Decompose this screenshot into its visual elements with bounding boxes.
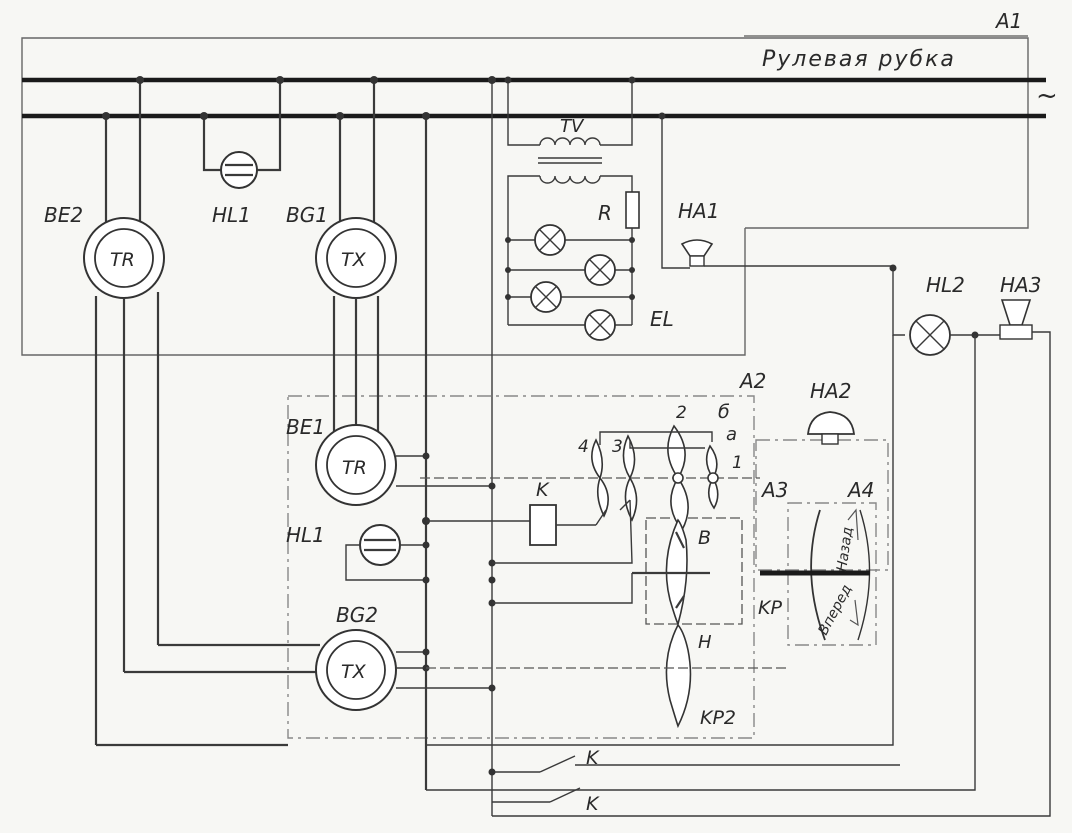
label-tx-bot: TX <box>341 661 367 683</box>
label-be2: BE2 <box>44 203 83 227</box>
label-ha1: HA1 <box>678 199 719 223</box>
synchro-receiver-be2 <box>83 76 320 747</box>
contact-k-lower-1 <box>488 755 900 776</box>
label-a2: A2 <box>738 369 766 393</box>
label-ha2: HA2 <box>810 379 851 403</box>
label-cam-3: 3 <box>612 437 623 457</box>
lamp-el-1 <box>534 224 566 256</box>
label-tr-top: TR <box>110 249 135 271</box>
labels: A1 Рулевая рубка ~ BE2 HL1 BG1 TR TX TV … <box>44 9 1058 815</box>
synchro-transmitter-bg2 <box>315 629 788 711</box>
lamp-el-3 <box>530 281 562 313</box>
label-a1: A1 <box>994 9 1022 33</box>
label-kp: KP <box>758 597 782 619</box>
horn-ha3 <box>492 299 1051 817</box>
sector-switch-kp <box>492 518 710 627</box>
transformer-tv <box>504 76 636 325</box>
label-r: R <box>598 201 612 225</box>
synchro-receiver-be1 <box>315 424 496 506</box>
label-sector-n: H <box>698 632 712 653</box>
frame-kp <box>645 517 743 625</box>
label-a3: A3 <box>760 478 788 502</box>
label-dir-back: Назад <box>834 526 856 573</box>
lamp-el-2 <box>584 254 616 286</box>
label-contact-k1: K <box>586 747 600 769</box>
label-cam-4: 4 <box>578 437 589 457</box>
bell-ha2 <box>807 411 855 445</box>
resistor-r <box>625 191 640 325</box>
lamp-el-4 <box>584 309 616 341</box>
label-hl2: HL2 <box>926 273 965 297</box>
label-location: Рулевая рубка <box>762 47 956 72</box>
label-cam-1: 1 <box>732 453 743 473</box>
lamp-hl2 <box>426 314 1000 791</box>
label-tr-mid: TR <box>342 457 367 479</box>
label-be1: BE1 <box>286 415 325 439</box>
frame-a1 <box>21 37 1029 356</box>
label-ha3: HA3 <box>1000 273 1041 297</box>
indicator-lamp-hl1-mid <box>345 517 430 584</box>
label-a4: A4 <box>846 478 874 502</box>
label-kp2: KP2 <box>700 707 736 729</box>
label-bg1: BG1 <box>286 203 328 227</box>
label-cam-2: 2 <box>676 403 687 423</box>
label-sector-v: B <box>698 527 711 549</box>
label-el: EL <box>650 307 674 331</box>
lamp-group-el <box>505 224 635 341</box>
telegraph-dial-a4 <box>760 508 871 641</box>
frame-a2 <box>287 395 755 739</box>
label-relay-k: K <box>536 479 550 501</box>
label-ac-symbol: ~ <box>1036 81 1058 111</box>
label-tv: TV <box>560 116 585 137</box>
label-pos-b-cyr: б <box>718 401 730 423</box>
cam-switch-assembly <box>420 424 760 564</box>
label-dir-fwd: Вперед <box>815 582 855 638</box>
label-bg2: BG2 <box>336 603 378 627</box>
indicator-lamp-hl1-top <box>200 76 284 189</box>
label-pos-a: a <box>726 424 737 445</box>
label-hl1-mid: HL1 <box>286 523 325 547</box>
label-hl1-top: HL1 <box>212 203 251 227</box>
label-tx-top: TX <box>341 249 367 271</box>
contact-k-lower-2 <box>492 787 581 803</box>
relay-k <box>426 504 596 607</box>
synchro-transmitter-bg1 <box>315 76 397 432</box>
horn-ha1 <box>658 112 905 336</box>
sector-switch-kp2 <box>665 623 692 729</box>
label-contact-k2: K <box>586 793 600 815</box>
